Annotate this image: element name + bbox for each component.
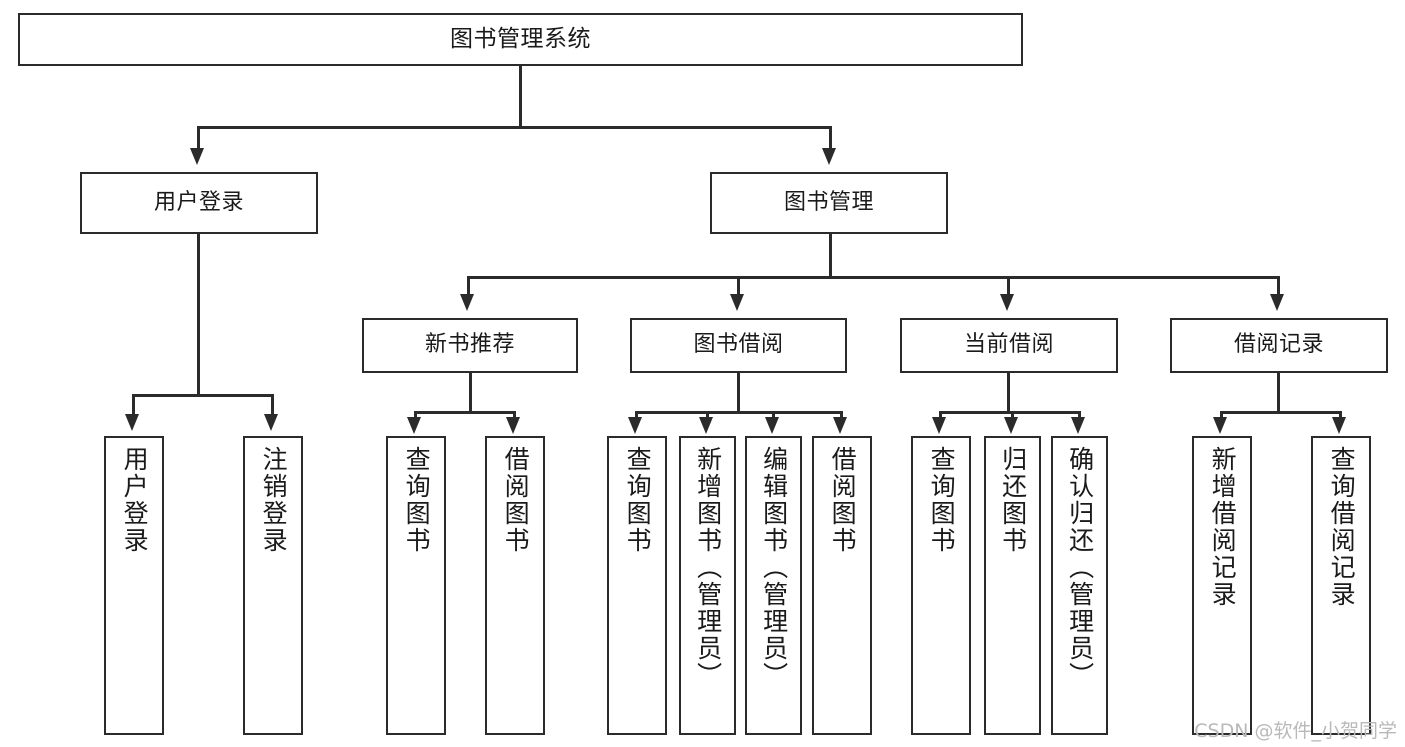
connector-to-borrow-record: [1277, 276, 1280, 296]
node-label: 新书推荐: [424, 332, 515, 358]
connector-bb-leaf-1: [635, 411, 638, 419]
arrowhead-br-leaf-1: [1213, 417, 1227, 434]
connector-record-bus: [1220, 411, 1342, 414]
arrowhead-to-user-login: [190, 148, 204, 165]
arrowhead-bb-leaf-2: [699, 417, 713, 434]
connector-br-leaf-2: [1339, 411, 1342, 419]
leaf-borrow-book-recommend[interactable]: 借阅图书: [485, 436, 545, 735]
connector-br-leaf-1: [1220, 411, 1223, 419]
arrowhead-nb-leaf-1: [407, 417, 421, 434]
node-label: 归还图书: [998, 446, 1028, 554]
node-label: 确认归还（管理员）: [1065, 446, 1095, 689]
leaf-borrow-book[interactable]: 借阅图书: [812, 436, 872, 735]
arrowhead-borrow-record: [1270, 294, 1284, 311]
connector-current-bus: [939, 411, 1081, 414]
connector-bb-leaf-2: [706, 411, 709, 419]
arrowhead-leaf-user-login: [125, 414, 139, 431]
arrowhead-cb-leaf-3: [1071, 417, 1085, 434]
node-book-management[interactable]: 图书管理: [710, 172, 948, 234]
connector-bb-leaf-4: [840, 411, 843, 419]
leaf-add-book-admin[interactable]: 新增图书（管理员）: [679, 436, 736, 735]
leaf-query-book-recommend[interactable]: 查询图书: [386, 436, 446, 735]
leaf-query-borrow-record[interactable]: 查询借阅记录: [1311, 436, 1371, 735]
node-new-book-recommend[interactable]: 新书推荐: [362, 318, 578, 373]
connector-to-current-borrow: [1007, 276, 1010, 296]
connector-record-stem: [1277, 373, 1280, 411]
node-current-borrow[interactable]: 当前借阅: [900, 318, 1118, 373]
node-root-system[interactable]: 图书管理系统: [18, 13, 1023, 66]
node-label: 借阅记录: [1233, 332, 1324, 358]
node-label: 查询借阅记录: [1327, 446, 1357, 608]
connector-new-book-stem: [469, 373, 472, 411]
node-label: 图书管理: [783, 189, 874, 215]
arrowhead-cb-leaf-1: [932, 417, 946, 434]
arrowhead-borrow: [730, 294, 744, 311]
node-label: 图书管理系统: [450, 25, 591, 52]
leaf-query-book-borrow[interactable]: 查询图书: [607, 436, 667, 735]
leaf-edit-book-admin[interactable]: 编辑图书（管理员）: [745, 436, 802, 735]
connector-cb-leaf-2: [1011, 411, 1014, 419]
connector-to-leaf-logout: [271, 394, 274, 416]
connector-nb-leaf-2: [513, 411, 516, 419]
node-label: 编辑图书（管理员）: [759, 446, 789, 689]
arrowhead-bb-leaf-3: [765, 417, 779, 434]
connector-root-to-user-login: [197, 126, 200, 150]
node-user-login[interactable]: 用户登录: [80, 172, 318, 234]
connector-to-leaf-user-login: [132, 394, 135, 416]
connector-current-stem: [1007, 373, 1010, 411]
arrowhead-br-leaf-2: [1332, 417, 1346, 434]
leaf-logout[interactable]: 注销登录: [243, 436, 303, 735]
node-label: 用户登录: [153, 189, 244, 215]
connector-borrow-stem: [737, 373, 740, 411]
leaf-user-login[interactable]: 用户登录: [104, 436, 164, 735]
connector-book-mgmt-stem: [829, 234, 832, 276]
arrowhead-leaf-logout: [264, 414, 278, 431]
connector-user-login-bus: [132, 394, 271, 397]
leaf-query-book-current[interactable]: 查询图书: [911, 436, 971, 735]
arrowhead-new-book: [460, 294, 474, 311]
connector-cb-leaf-1: [939, 411, 942, 419]
node-label: 查询图书: [402, 446, 432, 554]
arrowhead-cb-leaf-2: [1004, 417, 1018, 434]
connector-root-stem: [519, 66, 522, 126]
node-label: 借阅图书: [501, 446, 531, 554]
node-label: 用户登录: [120, 446, 150, 554]
node-label: 查询图书: [927, 446, 957, 554]
connector-to-borrow: [737, 276, 740, 296]
node-label: 图书借阅: [693, 332, 784, 358]
node-label: 新增借阅记录: [1208, 446, 1238, 608]
node-label: 借阅图书: [828, 446, 858, 554]
connector-user-login-stem: [197, 234, 200, 394]
connector-root-to-book-mgmt: [829, 126, 832, 150]
connector-borrow-bus: [635, 411, 842, 414]
connector-new-book-bus: [414, 411, 515, 414]
node-borrow-record[interactable]: 借阅记录: [1170, 318, 1388, 373]
arrowhead-nb-leaf-2: [506, 417, 520, 434]
connector-cb-leaf-3: [1078, 411, 1081, 419]
arrowhead-to-book-mgmt: [822, 148, 836, 165]
arrowhead-current-borrow: [1000, 294, 1014, 311]
arrowhead-bb-leaf-1: [628, 417, 642, 434]
node-label: 新增图书（管理员）: [693, 446, 723, 689]
leaf-add-borrow-record[interactable]: 新增借阅记录: [1192, 436, 1252, 735]
connector-book-mgmt-bus: [467, 276, 1279, 279]
connector-bb-leaf-3: [772, 411, 775, 419]
csdn-watermark: CSDN @软件_小贺同学: [1194, 720, 1397, 742]
node-label: 注销登录: [259, 446, 289, 554]
leaf-confirm-return-admin[interactable]: 确认归还（管理员）: [1051, 436, 1108, 735]
connector-nb-leaf-1: [414, 411, 417, 419]
leaf-return-book[interactable]: 归还图书: [984, 436, 1041, 735]
connector-to-new-book: [467, 276, 470, 296]
arrowhead-bb-leaf-4: [833, 417, 847, 434]
node-label: 当前借阅: [963, 332, 1054, 358]
node-book-borrow[interactable]: 图书借阅: [630, 318, 847, 373]
connector-root-bus: [197, 126, 831, 129]
node-label: 查询图书: [623, 446, 653, 554]
